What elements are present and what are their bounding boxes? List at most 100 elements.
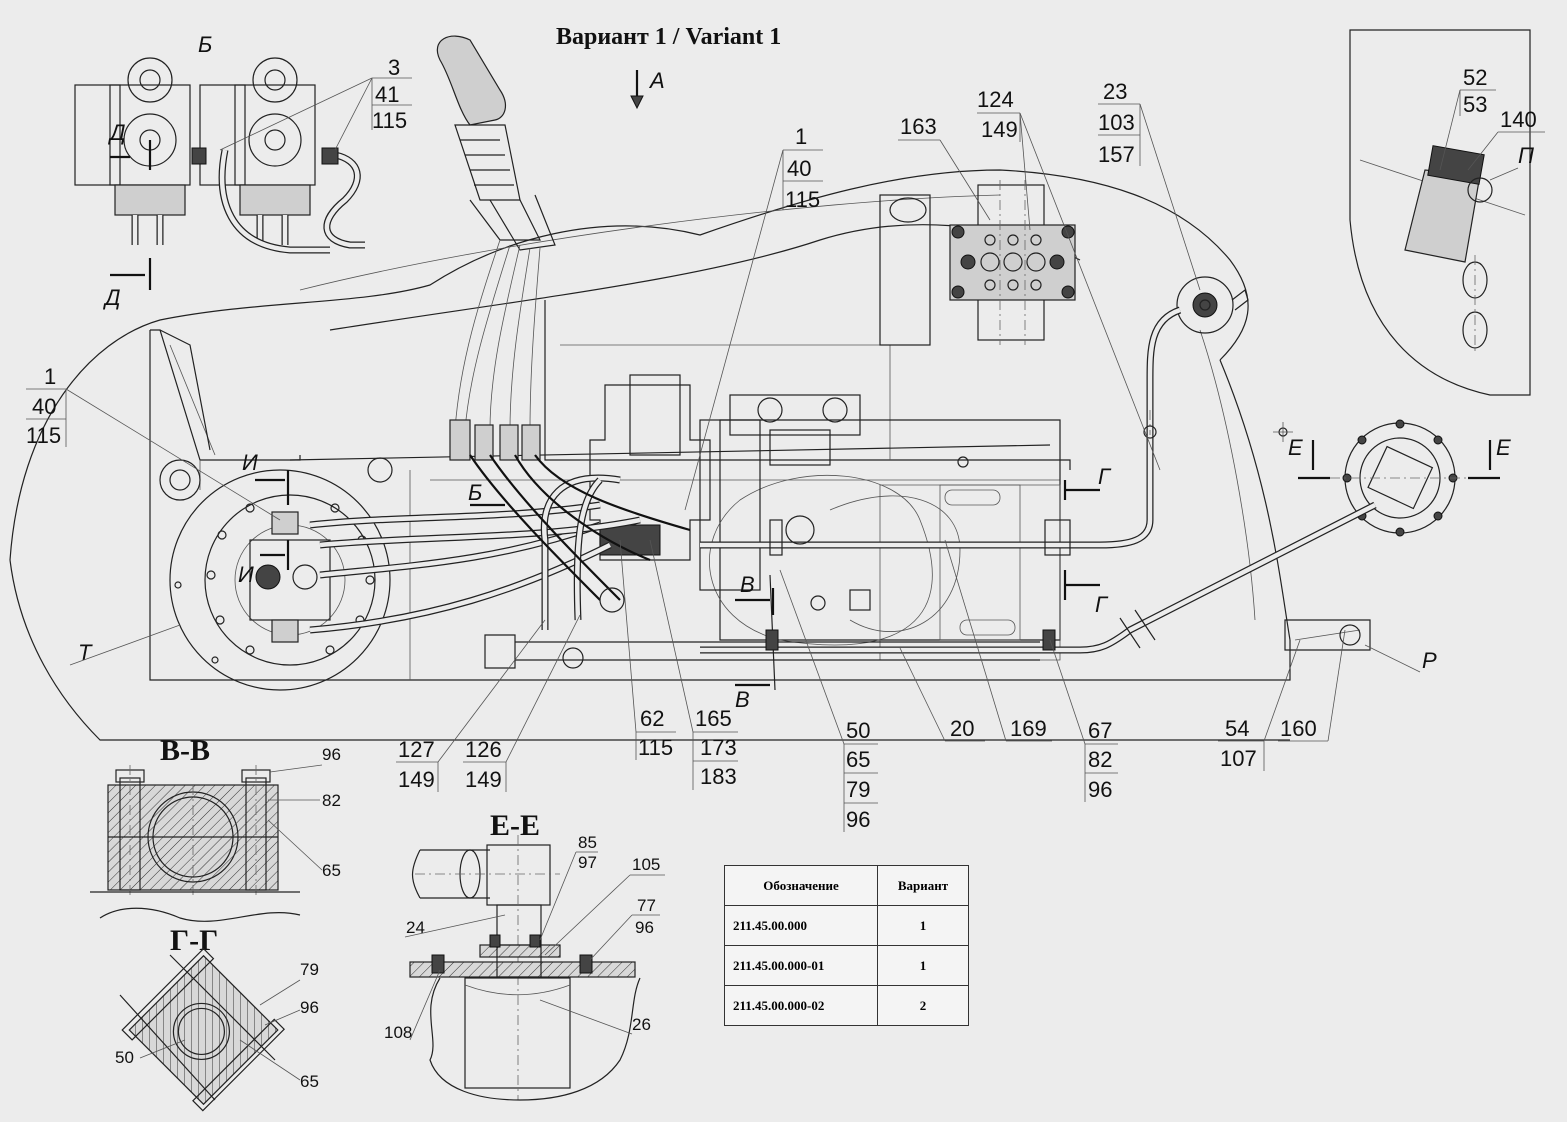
table-cell-variant: 1 [877,945,969,986]
callout-62-line1: 62 [640,706,664,731]
section-e-e-title: E-E [490,809,540,842]
callout-126-line2: 149 [465,767,502,792]
callout-52: 52 53 [1439,65,1496,171]
callout-126: 126 149 [463,614,581,792]
distributor-valve [949,180,1076,345]
section-markers: И И Б B B Г Г E E T П P [69,143,1534,712]
callout-1-left: 1 40 115 [26,364,281,521]
section-v-v-label-82: 82 [322,791,341,810]
section-v-v-title: B-B [160,734,210,767]
section-v-v-label-65: 65 [322,861,341,880]
view-p-label: П [1518,143,1534,168]
callout-169-line1: 169 [1010,716,1047,741]
section-g-g-label-50: 50 [115,1048,134,1067]
section-d-label-bottom: Д [102,285,121,310]
callout-165-line3: 183 [700,764,737,789]
section-g-g-title: Г-Г [170,924,218,957]
callout-54: 54 107 [1218,639,1301,771]
callout-3-line2: 41 [375,82,399,107]
section-e-e-label-26: 26 [632,1015,651,1034]
view-b-label: Б [198,32,212,57]
view-a-arrow: A [630,68,665,110]
section-g-g-label-79: 79 [300,960,319,979]
callout-124-line2: 149 [981,117,1018,142]
callout-67-line2: 82 [1088,747,1112,772]
callout-140-line1: 140 [1500,107,1537,132]
callout-67-line3: 96 [1088,777,1112,802]
callout-54-line1: 54 [1225,716,1249,741]
section-i-label-bottom: И [238,562,254,587]
view-r-label: P [1422,648,1437,673]
callout-163-line1: 163 [900,114,937,139]
section-v-label-bottom: B [735,687,750,712]
callout-50-line4: 96 [846,807,870,832]
callout-160: 160 [1278,629,1346,742]
section-v-v-label-96: 96 [322,745,341,764]
callout-124-line1: 124 [977,87,1014,112]
joystick-fittings [449,419,541,461]
view-a-label: A [648,68,665,93]
main-assembly [9,29,1531,741]
section-g-label-top: Г [1098,464,1112,489]
callout-50: 50 65 79 96 [779,569,878,832]
table-cell-designation: 211.45.00.000 [724,905,878,946]
section-e-e-label-85: 85 [578,833,597,852]
section-e-e-label-105: 105 [632,855,660,874]
return-filter [1176,276,1249,334]
callouts: 3 41 115 1 40 115 1 40 115 [26,55,1545,832]
callout-23-line3: 157 [1098,142,1135,167]
section-g-g: Г-Г 79 96 50 65 [115,924,319,1112]
table-row: 211.45.00.000-01 1 [724,945,969,986]
callout-1-top: 1 40 115 [684,124,823,511]
section-e-label-left: E [1288,435,1303,460]
callout-52-line1: 52 [1463,65,1487,90]
callout-1-left-line1: 1 [44,364,56,389]
section-e-e-label-108: 108 [384,1023,412,1042]
callout-127-line2: 149 [398,767,435,792]
callout-165-line2: 173 [700,735,737,760]
callout-50-line3: 79 [846,777,870,802]
callout-126-line1: 126 [465,737,502,762]
callout-23: 23 103 157 [1098,79,1201,291]
section-d-label-top: Д [107,120,126,145]
table-row: 211.45.00.000 1 [724,905,969,946]
section-e-e-label-97: 97 [578,853,597,872]
callout-67-line1: 67 [1088,718,1112,743]
callout-20-line1: 20 [950,716,974,741]
callout-160-line1: 160 [1280,716,1317,741]
callout-165: 165 173 183 [649,539,738,790]
section-e-e-label-77: 77 [637,896,656,915]
callout-1-left-line2: 40 [32,394,56,419]
table-cell-variant: 1 [877,905,969,946]
callout-3: 3 41 115 [219,55,412,151]
table-header-variant: Вариант [877,865,969,906]
callout-1-top-line2: 40 [787,156,811,181]
callout-140: 140 [1467,107,1545,171]
table-cell-designation: 211.45.00.000-02 [724,985,878,1026]
callout-3-line3: 115 [372,108,407,133]
callout-20: 20 [899,647,985,742]
table-row: 211.45.00.000-02 2 [724,985,969,1026]
section-i-label-top: И [242,450,258,475]
callout-124: 124 149 [977,87,1161,471]
tank-filler-neck [1330,419,1470,537]
callout-127: 127 149 [396,619,546,792]
callout-23-line2: 103 [1098,110,1135,135]
table-cell-variant: 2 [877,985,969,1026]
callout-3-line1: 3 [388,55,400,80]
section-e-e-label-96: 96 [635,918,654,937]
callout-52-line2: 53 [1463,92,1487,117]
callout-1-top-line3: 115 [785,187,820,212]
callout-163: 163 [898,114,991,221]
section-v-v: B-B 96 82 65 [90,734,341,922]
callout-54-line2: 107 [1220,746,1257,771]
section-e-e-label-24: 24 [406,918,425,937]
variant-table: Обозначение Вариант 211.45.00.000 1 211.… [724,865,969,1026]
callout-67: 67 82 96 [1049,639,1118,802]
callout-165-line1: 165 [695,706,732,731]
callout-62-line2: 115 [638,735,673,760]
drawing-title: Вариант 1 / Variant 1 [556,24,781,50]
callout-50-line2: 65 [846,747,870,772]
callout-50-line1: 50 [846,718,870,743]
section-g-g-label-96: 96 [300,998,319,1017]
